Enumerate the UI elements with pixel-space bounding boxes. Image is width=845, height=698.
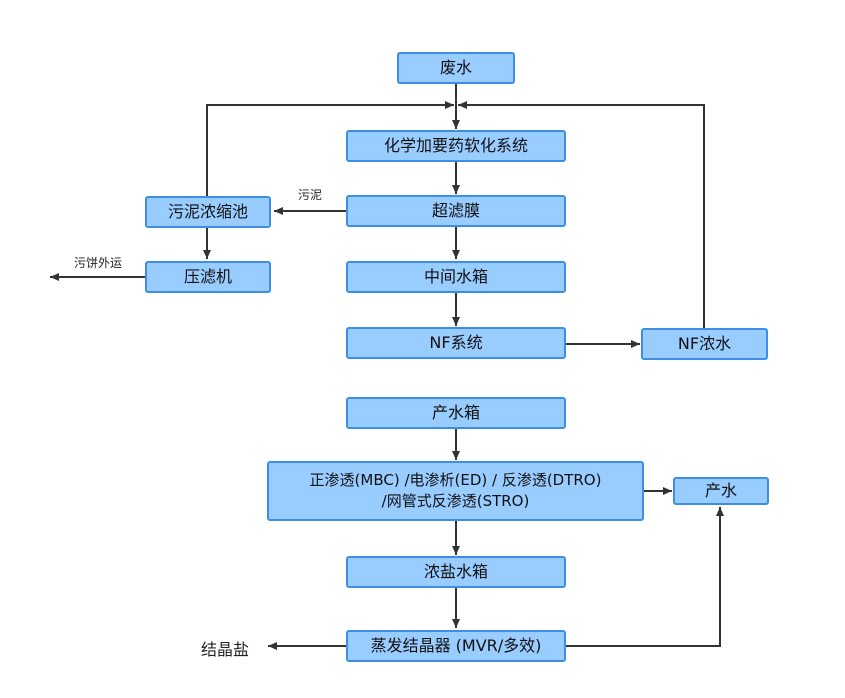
node-evaporative-crystallizer: 蒸发结晶器 (MVR/多效) <box>346 630 566 662</box>
node-membrane-processes: 正渗透(MBC) /电渗析(ED) / 反渗透(DTRO) /网管式反渗透(ST… <box>267 461 644 521</box>
arrow-evaporator-to-product-water <box>566 507 724 647</box>
membrane-processes-line2: /网管式反渗透(STRO) <box>381 492 530 510</box>
node-product-tank: 产水箱 <box>346 397 566 429</box>
node-product-water: 产水 <box>673 477 769 505</box>
label-sludge: 污泥 <box>298 188 323 202</box>
arrow-nf-concentrate-return <box>458 101 705 328</box>
node-nf-system: NF系统 <box>346 327 566 359</box>
membrane-processes-line1: 正渗透(MBC) /电渗析(ED) / 反渗透(DTRO) <box>309 471 602 489</box>
label-crystal-salt: 结晶盐 <box>201 640 250 659</box>
node-intermediate-tank: 中间水箱 <box>346 261 566 293</box>
node-filter-press: 压滤机 <box>145 261 271 293</box>
node-sludge-thickener: 污泥浓缩池 <box>145 196 271 228</box>
node-chemical-softening: 化学加要药软化系统 <box>346 130 566 162</box>
node-brine-tank: 浓盐水箱 <box>346 556 566 588</box>
node-nf-concentrate: NF浓水 <box>641 328 768 360</box>
arrow-thickener-return <box>206 101 454 196</box>
label-cake-out: 污饼外运 <box>74 256 123 270</box>
node-ultrafiltration: 超滤膜 <box>346 195 566 227</box>
node-wastewater: 废水 <box>397 52 515 84</box>
